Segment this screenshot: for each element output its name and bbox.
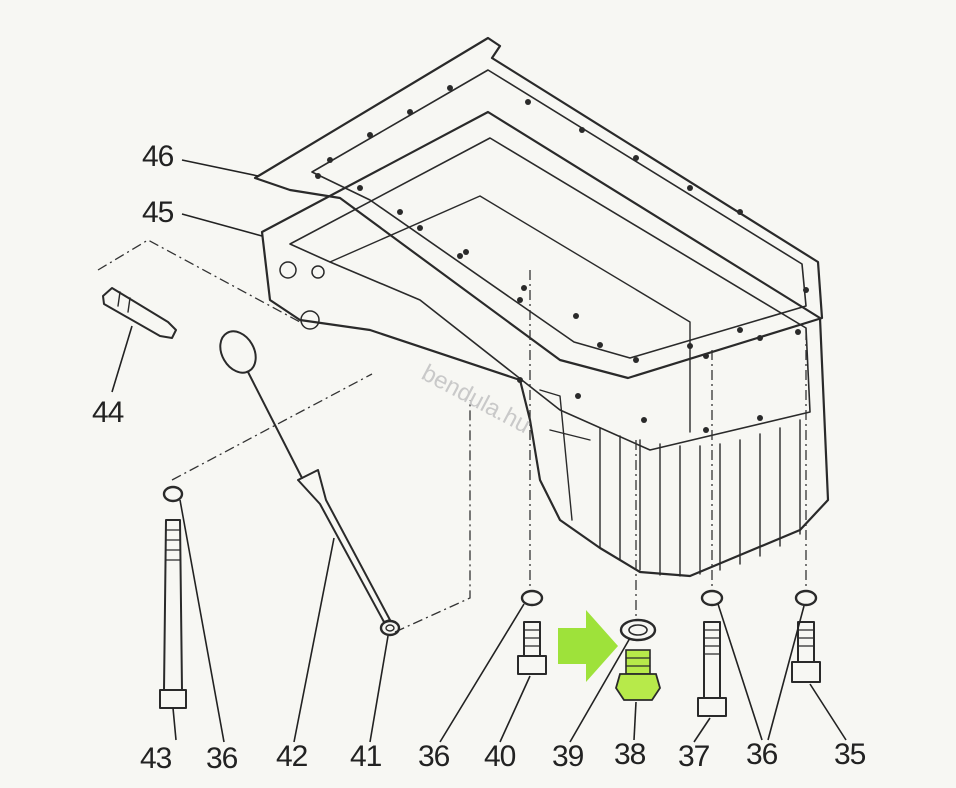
callout-35: 35: [834, 738, 866, 771]
part-37-bolt: [697, 589, 727, 717]
callout-37: 37: [678, 740, 710, 773]
callout-41: 41: [350, 740, 382, 773]
part-43-long-bolt: [159, 485, 187, 709]
callout-43: 43: [140, 742, 172, 775]
part-42-dipstick: [219, 330, 391, 623]
highlight-arrow-icon: [558, 610, 618, 682]
callout-36-right: 36: [746, 738, 778, 771]
part-39-drain-seal-ring: [619, 618, 657, 642]
callout-42: 42: [276, 740, 308, 773]
leader-lines: [111, 159, 847, 743]
part-40-bolt: [517, 589, 547, 675]
callout-39: 39: [552, 740, 584, 773]
callout-44: 44: [92, 396, 124, 429]
callout-46: 46: [142, 140, 174, 173]
watermark-text: bendula.hu: [417, 359, 535, 439]
oil-pan-gasket: [253, 36, 824, 380]
callout-45: 45: [142, 196, 174, 229]
callout-40: 40: [484, 740, 516, 773]
callout-36-middle: 36: [418, 740, 450, 773]
callout-labels: 46 45 44 43 36 42 41 36 40 39 38 37 36 3…: [92, 140, 867, 775]
part-41-seal-ring: [379, 619, 401, 637]
part-35-bolt: [791, 589, 821, 683]
assembly-lines: [97, 239, 807, 633]
part-44-pipe-stud: [102, 287, 177, 339]
callout-38: 38: [614, 738, 646, 771]
callout-36-left: 36: [206, 742, 238, 775]
oil-pan-body: [260, 110, 830, 578]
part-38-drain-plug: [615, 649, 661, 701]
